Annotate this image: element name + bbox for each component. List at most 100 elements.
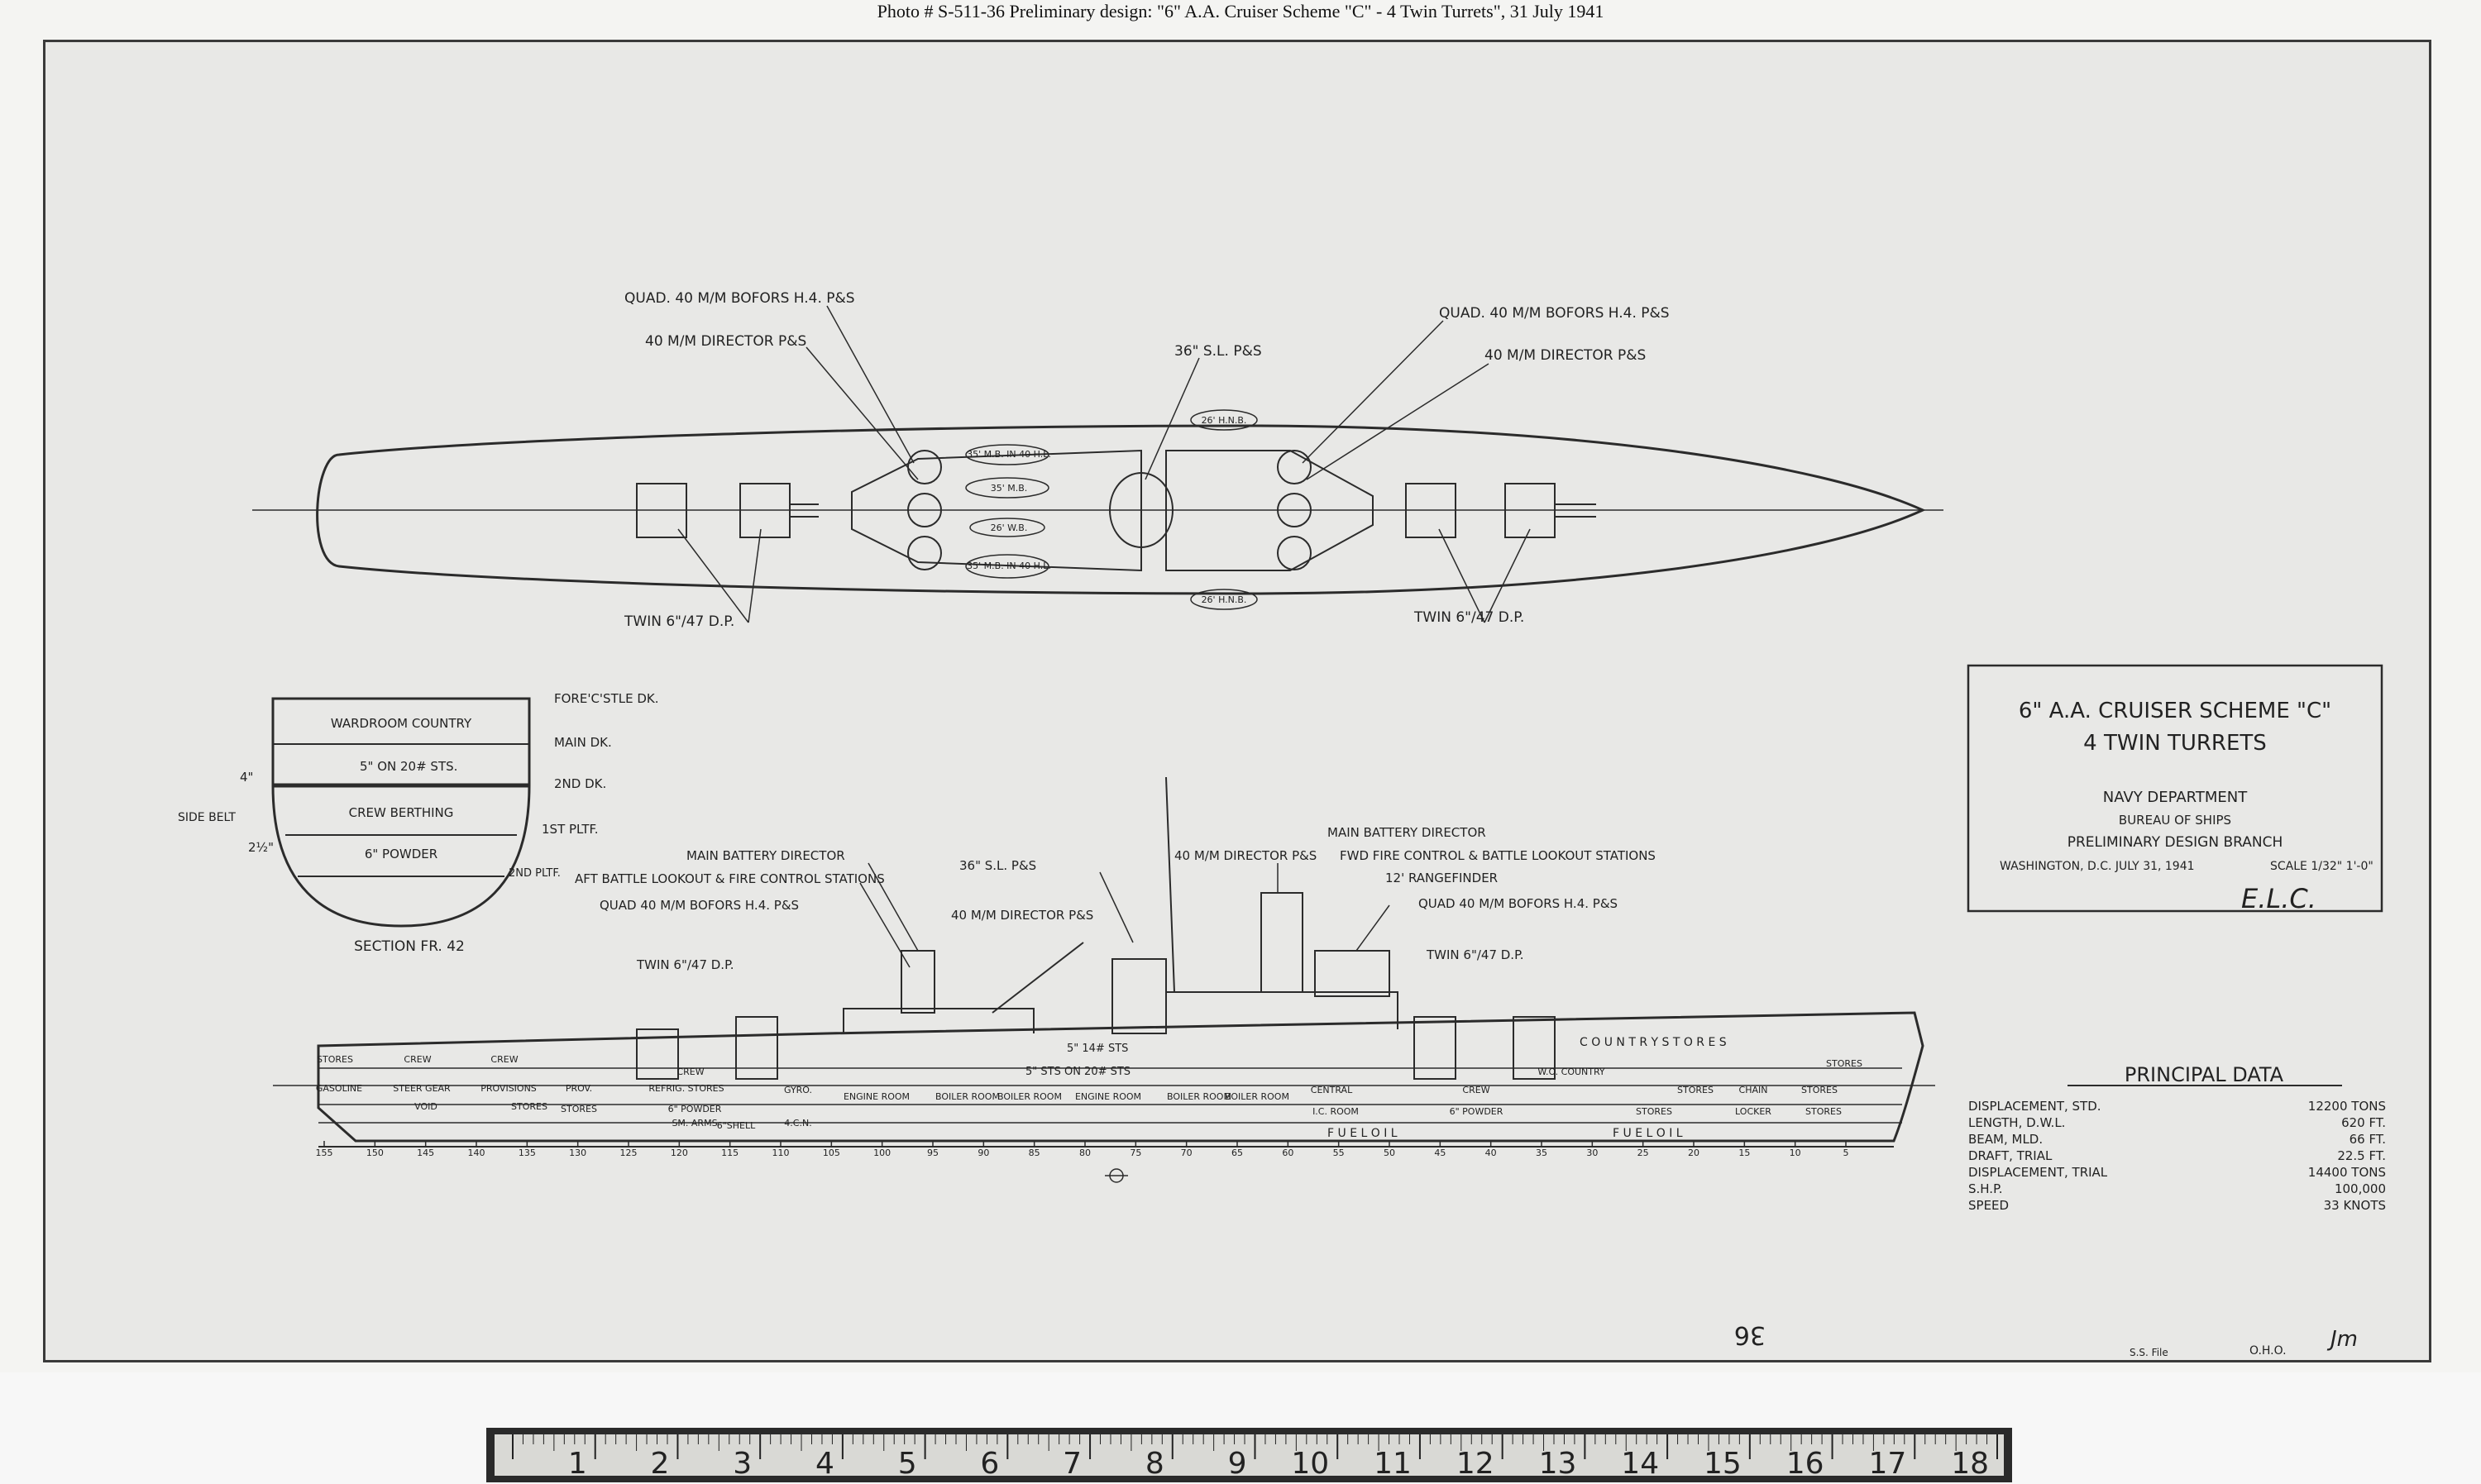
principal-data-label: DISPLACEMENT, STD. <box>1968 1099 2101 1114</box>
plan-bofors-mount <box>907 450 942 484</box>
label-hnb-bottom: 26' H.N.B. <box>1202 594 1247 605</box>
ruler-number: 16 <box>1786 1447 1824 1481</box>
profile-fwd-director-tower <box>1260 892 1303 993</box>
frame-number: 105 <box>823 1148 840 1158</box>
frame-number: 40 <box>1485 1148 1497 1158</box>
compartment-label: W.O. COUNTRY <box>1537 1066 1605 1077</box>
section-first-platform: 1ST PLTF. <box>542 822 598 837</box>
section-side-belt: SIDE BELT <box>178 811 236 824</box>
frame-number: 55 <box>1333 1148 1345 1158</box>
label-twin-fwd: TWIN 6"/47 D.P. <box>1426 947 1524 962</box>
frame-number: 95 <box>927 1148 939 1158</box>
label-quad-aft: QUAD 40 M/M BOFORS H.4. P&S <box>600 898 799 913</box>
label-fuel-oil: F U E L O I L <box>1327 1127 1398 1140</box>
footer-file-note: S.S. File <box>2130 1347 2168 1358</box>
label-mb-bottom: 35' M.B. IN 40 H.L. <box>967 561 1051 571</box>
section-second-deck: 2ND DK. <box>554 776 606 791</box>
ruler-number: 15 <box>1704 1447 1742 1481</box>
frame-number: 120 <box>671 1148 688 1158</box>
principal-data-title: PRINCIPAL DATA <box>2125 1063 2284 1086</box>
profile-aft-director-tower <box>901 950 935 1014</box>
plan-bofors-mount <box>1277 493 1312 527</box>
ruler-number: 3 <box>733 1447 752 1481</box>
compartment-label: STORES <box>1826 1058 1862 1069</box>
frame-number: 110 <box>772 1148 790 1158</box>
footer-signature: Jm <box>2326 1327 2358 1352</box>
title-initials: E.L.C. <box>2241 883 2316 914</box>
ruler-ticks <box>512 1434 1998 1459</box>
ruler-face <box>495 1434 2004 1476</box>
leader-line <box>677 528 749 623</box>
label-rangefinder: 12' RANGEFINDER <box>1385 871 1498 885</box>
principal-data-label: BEAM, MLD. <box>1968 1132 2043 1147</box>
section-two-and-half: 2½" <box>248 840 274 855</box>
compartment-label: 4.C.N. <box>784 1118 811 1129</box>
compartment-label: I.C. ROOM <box>1312 1106 1359 1117</box>
ruler-number: 4 <box>815 1447 834 1481</box>
ruler-number: 14 <box>1621 1447 1659 1481</box>
label-fwd-lookout: FWD FIRE CONTROL & BATTLE LOOKOUT STATIO… <box>1340 848 1656 863</box>
compartment-label: REFRIG. STORES <box>648 1083 724 1094</box>
plan-boat <box>965 554 1049 579</box>
title-line-1: 6" A.A. CRUISER SCHEME "C" <box>2019 699 2331 723</box>
profile-bridge <box>1314 950 1390 997</box>
title-dept: NAVY DEPARTMENT <box>2103 789 2248 806</box>
plan-funnel <box>1109 472 1174 548</box>
label-mb-top: 35' M.B. IN 40 H.L. <box>967 449 1051 460</box>
label-quad-bofors-left: QUAD. 40 M/M BOFORS H.4. P&S <box>624 290 855 307</box>
leader-line <box>748 528 762 623</box>
section-main-deck: MAIN DK. <box>554 735 612 750</box>
section-four-in: 4" <box>240 770 253 785</box>
frame-number: 150 <box>366 1148 384 1158</box>
leader-line <box>1355 904 1390 952</box>
title-block-frame <box>1967 664 2383 913</box>
compartment-label: BOILER ROOM <box>1225 1091 1289 1102</box>
profile-turret-barbette <box>735 1016 778 1080</box>
principal-data-value: 14400 TONS <box>2308 1165 2386 1180</box>
leader-line <box>1302 320 1444 464</box>
title-place-date: WASHINGTON, D.C. JULY 31, 1941 <box>2000 860 2195 873</box>
frame-number: 90 <box>978 1148 989 1158</box>
compartment-label: CHAIN <box>1739 1085 1768 1095</box>
principal-data-label: LENGTH, D.W.L. <box>1968 1115 2065 1130</box>
principal-data-label: DISPLACEMENT, TRIAL <box>1968 1165 2108 1180</box>
plan-turret-aft-2 <box>636 483 687 538</box>
frame-number: 70 <box>1181 1148 1193 1158</box>
profile-turret-barbette <box>636 1028 679 1080</box>
principal-data-value: 66 FT. <box>2350 1132 2386 1147</box>
leader-line <box>1145 357 1200 480</box>
ruler-number: 18 <box>1951 1447 1989 1481</box>
label-twin-aft: TWIN 6"/47 D.P. <box>636 957 734 972</box>
section-hull-outline <box>271 697 531 928</box>
label-twin-right: TWIN 6"/47 D.P. <box>1413 609 1524 626</box>
section-forecastle: FORE'C'STLE DK. <box>554 691 659 706</box>
plan-boat <box>969 518 1045 537</box>
label-director-aft: 40 M/M DIRECTOR P&S <box>951 908 1093 923</box>
label-fuel-oil-2: F U E L O I L <box>1613 1127 1683 1140</box>
frame-number: 35 <box>1536 1148 1547 1158</box>
profile-aft-superstructure <box>843 1008 1035 1033</box>
leader-line <box>1438 528 1485 623</box>
frame-number: 145 <box>417 1148 434 1158</box>
label-searchlight-profile: 36" S.L. P&S <box>959 858 1036 873</box>
compartment-label: BOILER ROOM <box>935 1091 1000 1102</box>
ruler-number: 9 <box>1228 1447 1247 1481</box>
ruler-number: 17 <box>1868 1447 1906 1481</box>
compartment-label: ENGINE ROOM <box>844 1091 910 1102</box>
ruler-number: 2 <box>651 1447 670 1481</box>
frame-number: 125 <box>620 1148 638 1158</box>
compartment-label: SM. ARMS <box>672 1118 717 1129</box>
plan-boat <box>965 444 1049 465</box>
label-director-fwd: 40 M/M DIRECTOR P&S <box>1174 848 1317 863</box>
frame-number: 80 <box>1079 1148 1091 1158</box>
title-line-2: 4 TWIN TURRETS <box>2083 731 2267 756</box>
ruler-number: 12 <box>1456 1447 1494 1481</box>
principal-data-label: SPEED <box>1968 1198 2009 1213</box>
compartment-label: 6"SHELL <box>717 1120 756 1131</box>
